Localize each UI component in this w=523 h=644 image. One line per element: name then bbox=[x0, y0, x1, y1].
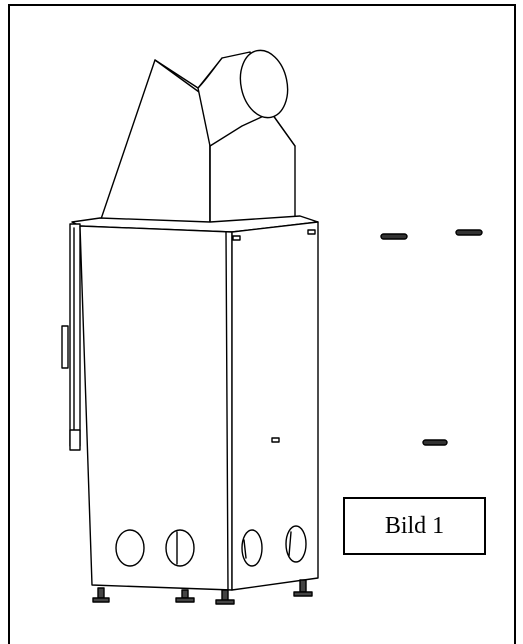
loose-parts bbox=[380, 229, 483, 446]
stove-door bbox=[61, 223, 81, 451]
vent-holes bbox=[115, 525, 307, 567]
figure-label-box: Bild 1 bbox=[343, 497, 486, 555]
side-panel bbox=[225, 221, 319, 591]
flue-hood bbox=[99, 59, 296, 229]
figure-label: Bild 1 bbox=[384, 512, 445, 539]
exhaust-pipe bbox=[197, 49, 289, 147]
front-panel bbox=[79, 225, 233, 591]
stove-feet bbox=[92, 579, 313, 605]
figure-frame bbox=[8, 4, 516, 644]
